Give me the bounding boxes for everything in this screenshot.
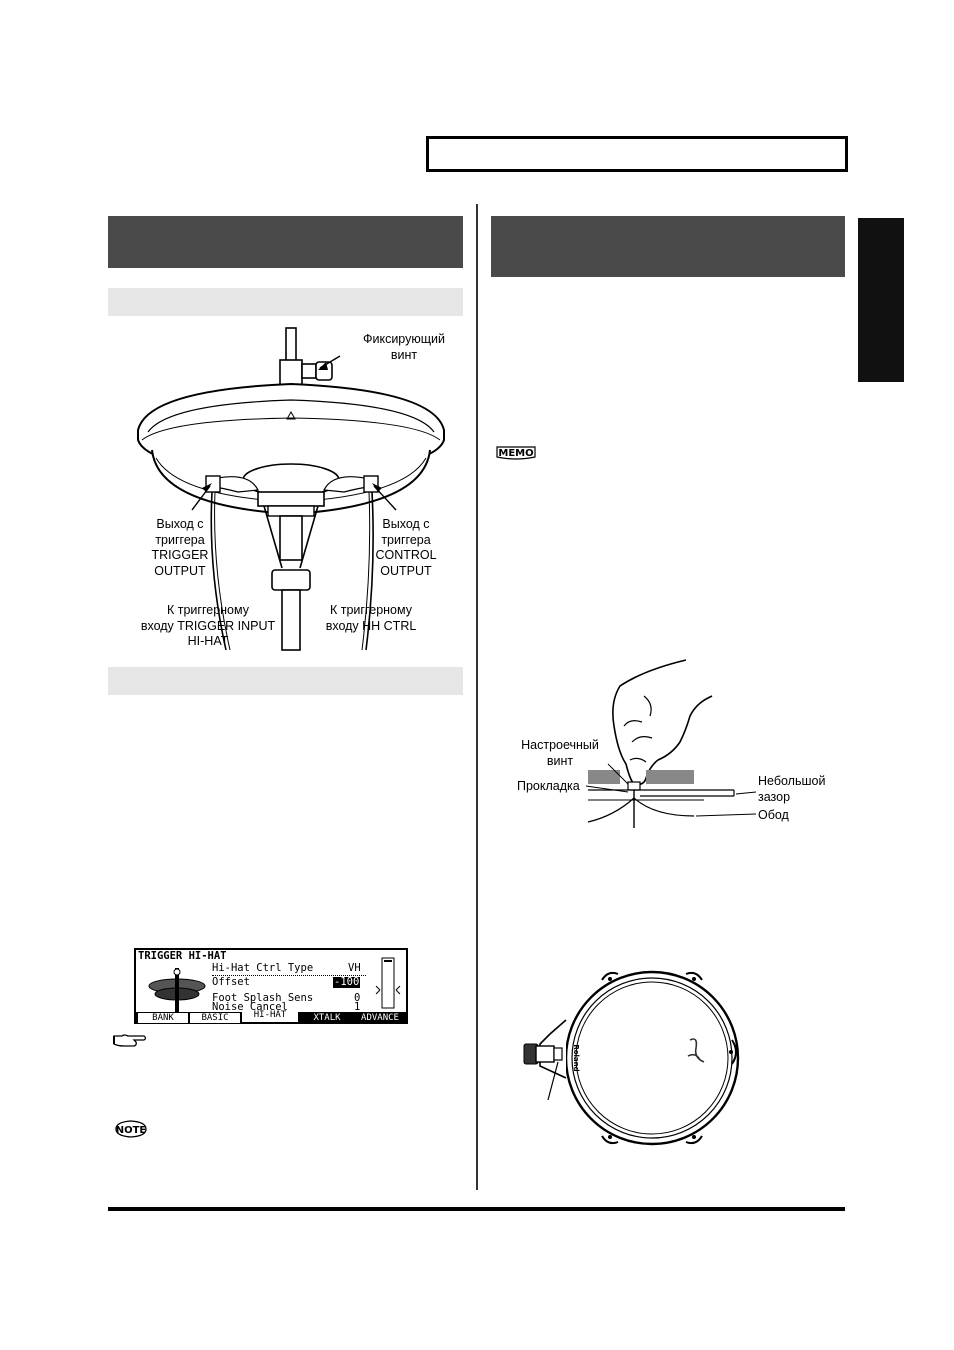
hihat-illustration	[137, 327, 445, 651]
control-output-label: Выход с триггера CONTROL OUTPUT	[375, 517, 437, 578]
lcd-tab-advance: ADVANCE	[361, 1013, 399, 1023]
sub-heading-connection	[108, 288, 463, 316]
lcd-tab-xtalk: XTALK	[313, 1013, 341, 1023]
screw-label: Фиксирующий винт	[362, 332, 445, 362]
column-divider	[476, 204, 478, 1190]
lcd-tab-bank: BANK	[138, 1013, 188, 1023]
hihat-pad-icon	[148, 968, 206, 1012]
lcd-row3-label: Foot Splash Sens	[212, 992, 314, 1004]
lcd-row2-value: -100	[333, 976, 361, 988]
sub-heading-settings	[108, 667, 463, 695]
lcd-title: TRIGGER HI-HAT	[138, 950, 227, 962]
svg-text:NOTE: NOTE	[116, 1125, 147, 1136]
lcd-screen: TRIGGER HI-HAT Hi-Hat Ctrl Type VH Offse…	[134, 948, 408, 1024]
trigger-output-label: Выход с триггера TRIGGER OUTPUT	[151, 517, 209, 578]
pointing-hand-icon	[113, 1034, 147, 1047]
section-heading-right	[491, 216, 845, 277]
tuning-illustration	[585, 659, 757, 828]
memo-icon: MEMO	[496, 446, 536, 460]
footer-rule	[108, 1207, 845, 1211]
chapter-side-tab	[858, 218, 904, 382]
lcd-row2-label: Offset	[212, 976, 250, 988]
level-meter	[375, 957, 401, 1009]
lcd-row4-label: Noise Cancel	[212, 1001, 288, 1013]
lcd-separator	[212, 975, 366, 976]
lcd-row3-value: 0	[354, 992, 361, 1004]
svg-text:MEMO: MEMO	[498, 448, 533, 459]
gap-label: Небольшой зазор	[758, 774, 826, 804]
header-box	[426, 136, 848, 172]
lcd-row1-label: Hi-Hat Ctrl Type	[212, 962, 314, 974]
lcd-tab-basic: BASIC	[190, 1013, 240, 1023]
lcd-tab-hi-hat: HI-HAT	[242, 1010, 298, 1022]
input-hihat-label: К триггерному входу TRIGGER INPUT HI-HAT	[140, 603, 276, 648]
tuning-screw-label: Настроечный винт	[521, 738, 599, 768]
lcd-row4-value: 1	[354, 1001, 361, 1013]
section-heading-left	[108, 216, 463, 268]
pad-brand-text: Roland	[572, 1044, 580, 1071]
lcd-row1-value: VH	[348, 962, 361, 974]
input-hhctrl-label: К триггерному входу HH CTRL	[325, 603, 417, 633]
washer-label: Прокладка	[517, 779, 580, 793]
pad-top-view: Roland	[523, 970, 740, 1146]
rim-label: Обод	[758, 808, 789, 822]
note-icon: NOTE	[115, 1120, 147, 1138]
